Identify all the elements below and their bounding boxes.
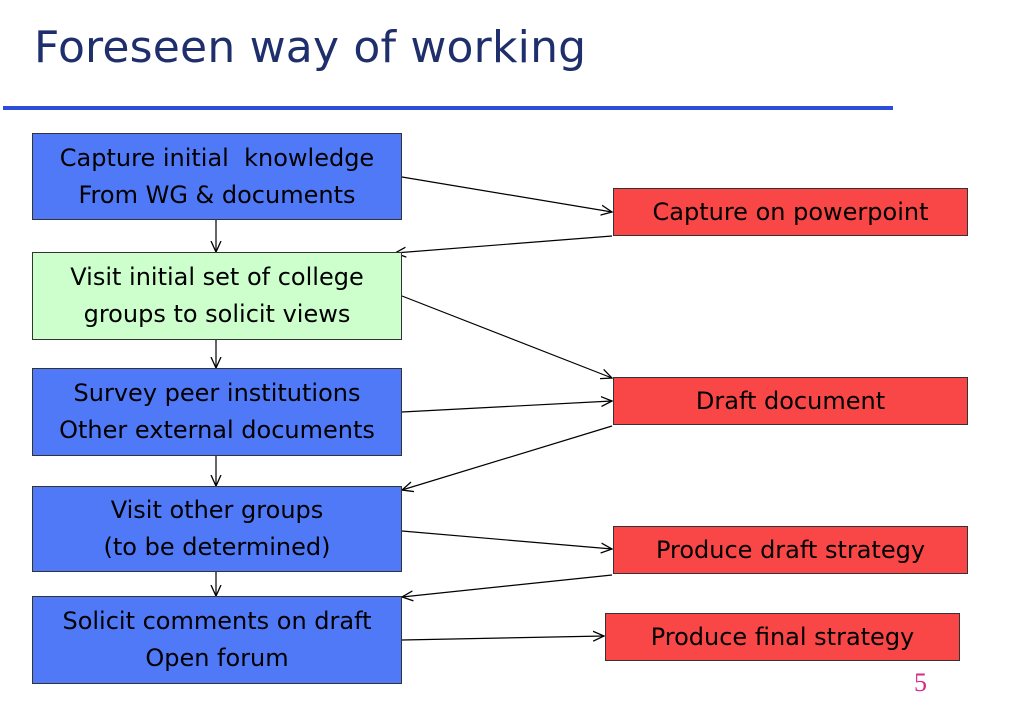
output-label: Draft document — [695, 386, 886, 415]
arrow-step1-to-powerpoint — [401, 176, 612, 212]
arrow-step3-to-draft-doc — [401, 401, 612, 413]
step-line: Visit initial set of college — [70, 263, 364, 291]
step-visit-other-groups: Visit other groups (to be determined) — [32, 486, 402, 572]
step-line: Survey peer institutions — [73, 379, 361, 407]
output-capture-on-powerpoint: Capture on powerpoint — [613, 188, 968, 236]
arrow-step2-to-draft-doc — [401, 295, 612, 378]
output-label: Capture on powerpoint — [652, 197, 929, 226]
arrow-draft-strategy-to-step5 — [402, 574, 613, 597]
step-line: Other external documents — [59, 416, 375, 444]
arrow-step4-to-draft-strategy — [401, 530, 612, 549]
output-label: Produce final strategy — [650, 622, 915, 651]
step-line: Capture initial knowledge — [59, 143, 375, 172]
step-line: From WG & documents — [78, 180, 356, 209]
step-capture-knowledge: Capture initial knowledge From WG & docu… — [32, 133, 402, 220]
step-line: (to be determined) — [103, 533, 331, 561]
step-line: Visit other groups — [110, 496, 324, 524]
output-draft-document: Draft document — [613, 377, 968, 425]
title-underline — [3, 106, 893, 110]
step-line: groups to solicit views — [83, 300, 351, 328]
step-line: Solicit comments on draft — [62, 607, 372, 635]
page-number: 5 — [914, 668, 927, 697]
arrow-powerpoint-to-step2 — [395, 235, 613, 253]
output-produce-final-strategy: Produce final strategy — [605, 613, 960, 661]
arrow-step5-to-final-strategy — [401, 636, 604, 640]
step-visit-initial-groups: Visit initial set of college groups to s… — [32, 252, 402, 340]
step-survey-peer-institutions: Survey peer institutions Other external … — [32, 368, 402, 456]
step-line: Open forum — [145, 644, 289, 672]
output-label: Produce draft strategy — [655, 535, 926, 564]
slide-title: Foreseen way of working — [34, 22, 587, 73]
step-solicit-comments: Solicit comments on draft Open forum — [32, 596, 402, 684]
output-produce-draft-strategy: Produce draft strategy — [613, 526, 968, 574]
arrow-draft-doc-to-step4 — [402, 425, 613, 490]
